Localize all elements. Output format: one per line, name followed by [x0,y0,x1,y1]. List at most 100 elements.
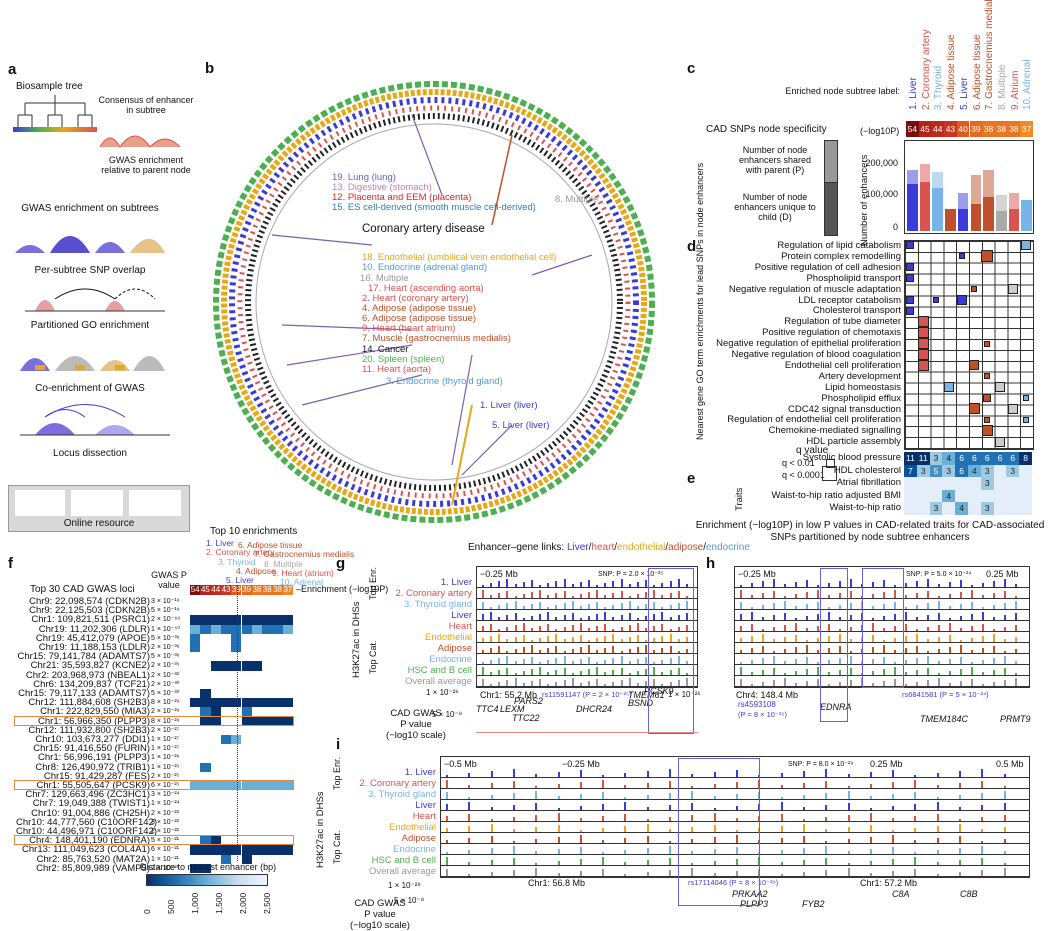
locus-cell [282,670,293,680]
locus-cell [272,689,283,699]
links-legend-part: endothelial [617,542,666,553]
track-peak [563,651,566,653]
track-peak [685,613,688,620]
track-peak [872,659,874,664]
locus-cell [220,827,232,837]
locus-cell [251,679,263,689]
track-peak [604,595,607,598]
locus-cell [251,707,263,717]
track-peak [482,638,484,642]
track-peak [740,614,742,620]
track-peak [825,829,828,832]
track-peak [620,579,623,587]
go-enrichment-cell [906,274,915,283]
track-peak [1003,774,1006,777]
locus-cell [241,716,252,726]
track-peak [773,627,775,631]
track-peak [927,639,929,642]
locus-cell [241,744,252,754]
locus-cell [190,808,201,818]
colorbar-tick: 2,500 [262,892,272,914]
track-peak [691,774,694,777]
track-peak [547,583,550,587]
track-peak [506,615,509,620]
track-line [440,876,1030,877]
enrichment-cell: 43 [220,585,232,595]
bar-unique [983,169,994,197]
track-peak [557,861,560,865]
locus-cell [241,643,252,653]
track-peak [514,596,517,598]
track-label: Overall average [404,676,472,687]
locus-cell [220,836,232,846]
track-line [734,653,1030,654]
enrichment-cell: 54 [190,585,201,595]
go-enrichment-cell [1022,395,1029,401]
links-legend-part: Enhancer–gene links: [468,542,567,553]
track-peak [828,624,830,631]
track-peak [563,615,566,620]
track-peak [780,802,783,810]
locus-p: 1 × 10⁻²¹ [151,855,180,863]
locus-cell [262,762,273,772]
track-peak [612,593,615,598]
track-peak [795,659,797,664]
track-peak [628,613,631,620]
track-peak [751,660,753,664]
track-peak [916,581,918,587]
locus-p: 8 × 10⁻²⁹ [151,699,180,707]
bar-unique [1008,193,1020,210]
locus-cell [272,652,283,662]
track-peak [981,870,984,876]
track-peak [905,607,907,609]
track-peak [780,773,783,777]
track-peak [828,648,830,653]
enrich-label: –Enrichment (−log10P) [296,584,389,594]
go-enrichment-cell [1022,416,1029,423]
track-line [734,609,1030,610]
track-peak [571,673,574,675]
track-peak [628,678,631,686]
track-peak [936,850,939,854]
locus-p: 5 × 10⁻²¹ [151,837,180,845]
track-peak [522,635,525,642]
locus-cell [210,725,221,735]
track-peak [1004,651,1006,653]
track-peak [806,592,808,598]
track-peak [571,637,574,642]
track-peak [547,607,550,609]
track-peak [468,838,471,843]
track-peak [579,594,582,598]
track-label: Liver [415,800,436,811]
track-peak [624,785,627,788]
locus-cell [262,624,273,634]
locus-cell [241,615,252,625]
track-line [476,653,698,654]
track-peak [498,593,501,598]
locus-p: 6 × 10⁻²¹ [151,846,180,854]
track-peak [905,595,907,598]
go-term: Chemokine-mediated signalling [768,425,901,437]
locus-cell [190,753,201,763]
trait-cell: 6 [980,452,994,465]
track-peak [981,829,984,832]
track-peak [512,769,515,777]
track-peak [685,678,688,686]
track-peak [960,669,962,675]
track-peak [1003,803,1006,810]
track-peak [555,617,558,620]
track-peak [579,671,582,675]
track-peak [817,679,819,686]
track-peak [914,840,917,843]
go-term: Phospholipid efflux [821,392,901,404]
locus-cell [200,689,211,699]
track-peak [535,827,538,832]
track-peak [446,869,448,876]
track-peak [588,604,590,609]
track-peak [563,639,566,642]
top10-label: 6. Adipose tissue [238,540,303,550]
enrichment-cell: 45 [200,585,211,595]
trait-cell: 4 [942,452,956,465]
track-peak [959,860,962,865]
track-peak [795,683,797,686]
